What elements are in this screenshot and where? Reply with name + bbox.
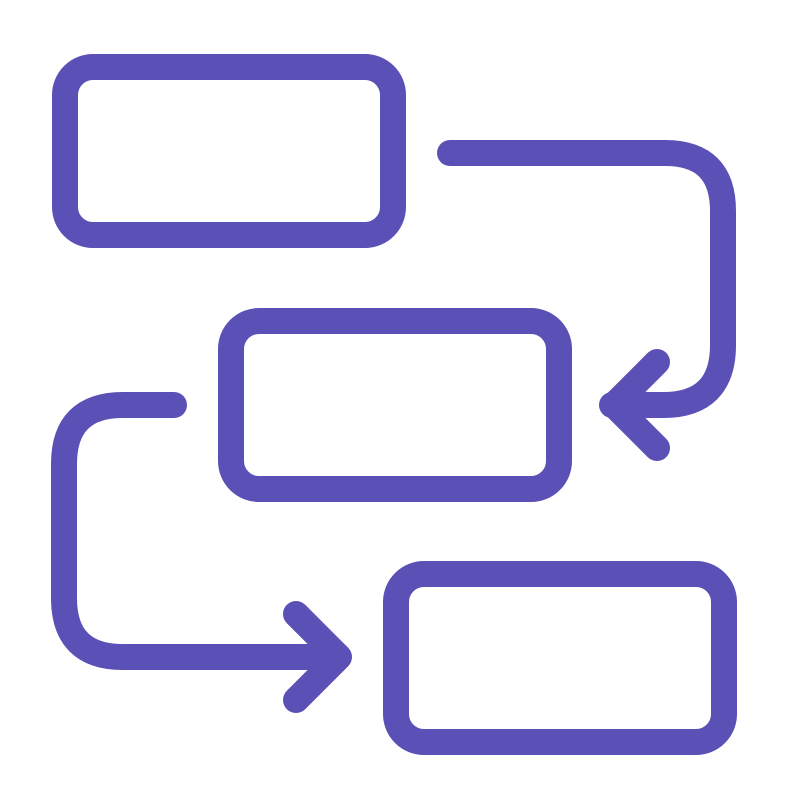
- middle-box: [218, 308, 572, 502]
- connector-line-middle-to-bottom: [51, 392, 351, 670]
- connector-line-top-to-middle: [437, 140, 736, 418]
- arrowhead-left-icon: [601, 349, 670, 461]
- top-box: [52, 54, 406, 248]
- bottom-box: [383, 561, 737, 755]
- arrowhead-right-icon: [283, 601, 352, 713]
